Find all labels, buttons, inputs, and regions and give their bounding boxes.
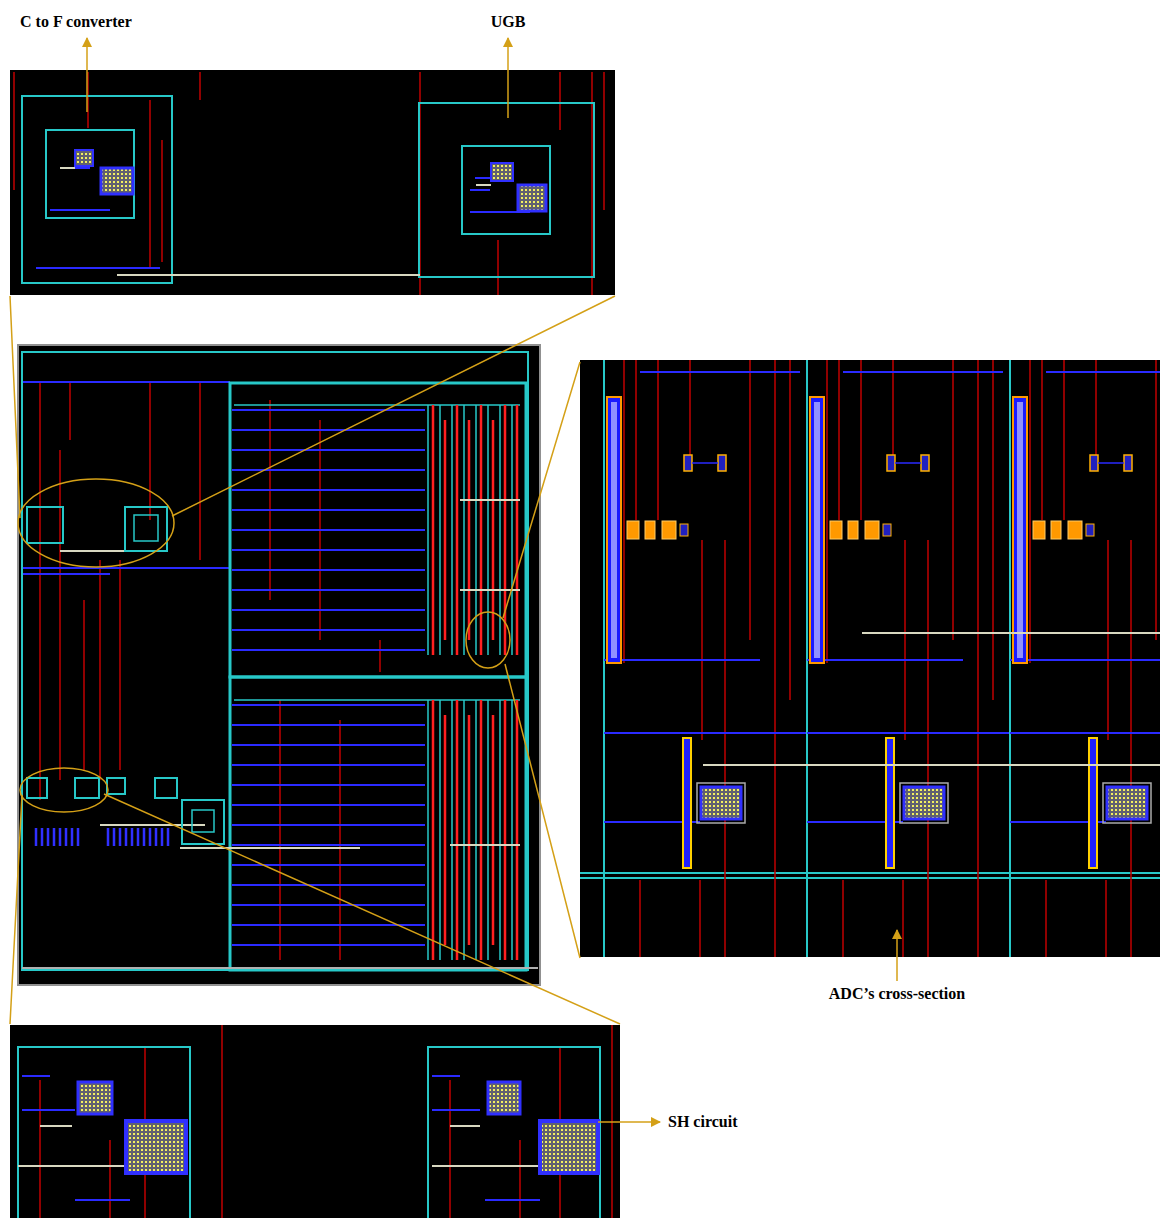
cell-boundary: [419, 103, 594, 277]
cell-boundary: [18, 1047, 190, 1218]
zoom-callouts: [10, 38, 897, 1122]
label-arrow: [598, 1121, 660, 1123]
highlight-ellipse: [18, 479, 174, 567]
boundary-line: [22, 967, 538, 969]
zoom-leader: [10, 296, 620, 1024]
panel-ground: [18, 345, 540, 985]
highlight-ellipse: [466, 612, 510, 668]
metal-wires: [40, 1025, 612, 1218]
cell-boundary: [46, 130, 134, 218]
cell-boundary: [107, 778, 125, 794]
cell-boundary: [22, 352, 528, 970]
metal-wires: [22, 1076, 540, 1200]
bottom-zoom-panel: [10, 1025, 620, 1218]
metal-wires: [14, 72, 604, 295]
transistor: [518, 185, 546, 211]
transistor: [78, 1082, 112, 1114]
highlight-ellipse: [20, 768, 108, 812]
adc-columns: [234, 405, 520, 960]
part-label: ADC’s cross-section: [829, 984, 965, 1003]
part-label: C to F converter: [20, 12, 132, 31]
panel-ground: [580, 360, 1160, 957]
cell-boundary: [428, 1047, 600, 1218]
transistor: [75, 150, 93, 166]
transistor: [491, 163, 513, 181]
cell-boundary: [125, 507, 167, 551]
poly-wire: [60, 500, 520, 848]
transistor: [488, 1082, 520, 1114]
capacitor-array: [36, 828, 168, 846]
cell-boundary: [462, 146, 550, 234]
cell-boundary: [192, 810, 214, 832]
label-arrow: [86, 38, 88, 112]
top-zoom-panel: [10, 70, 615, 295]
transistor: [126, 1121, 186, 1173]
full-layout: [18, 345, 540, 985]
label-arrow: [507, 38, 509, 118]
label-arrow: [896, 930, 898, 981]
poly-wire: [60, 168, 491, 275]
adc-columns: [580, 360, 1160, 957]
metal-wires: [22, 382, 425, 945]
metal-wires: [40, 382, 380, 960]
part-label: SH circuit: [668, 1112, 737, 1131]
poly-wire: [703, 633, 1160, 765]
cell-boundary: [27, 778, 47, 798]
adc-column: [604, 360, 808, 957]
transistor: [540, 1121, 598, 1173]
cell-boundary: [134, 515, 158, 541]
cell-boundary: [27, 507, 63, 543]
adc-column: [1010, 360, 1160, 957]
poly-wire: [18, 1126, 540, 1166]
cell-boundary: [580, 873, 604, 878]
cell-boundary: [155, 778, 177, 798]
panel-ground: [10, 1025, 620, 1218]
transistor: [101, 168, 133, 194]
part-label: UGB: [491, 12, 526, 31]
adc-zoom-panel: [580, 360, 1160, 957]
panel-ground: [10, 70, 615, 295]
metal-wires: [433, 405, 517, 960]
cell-boundary: [22, 96, 172, 283]
cell-boundary: [75, 778, 99, 798]
adc-column: [807, 360, 1011, 957]
